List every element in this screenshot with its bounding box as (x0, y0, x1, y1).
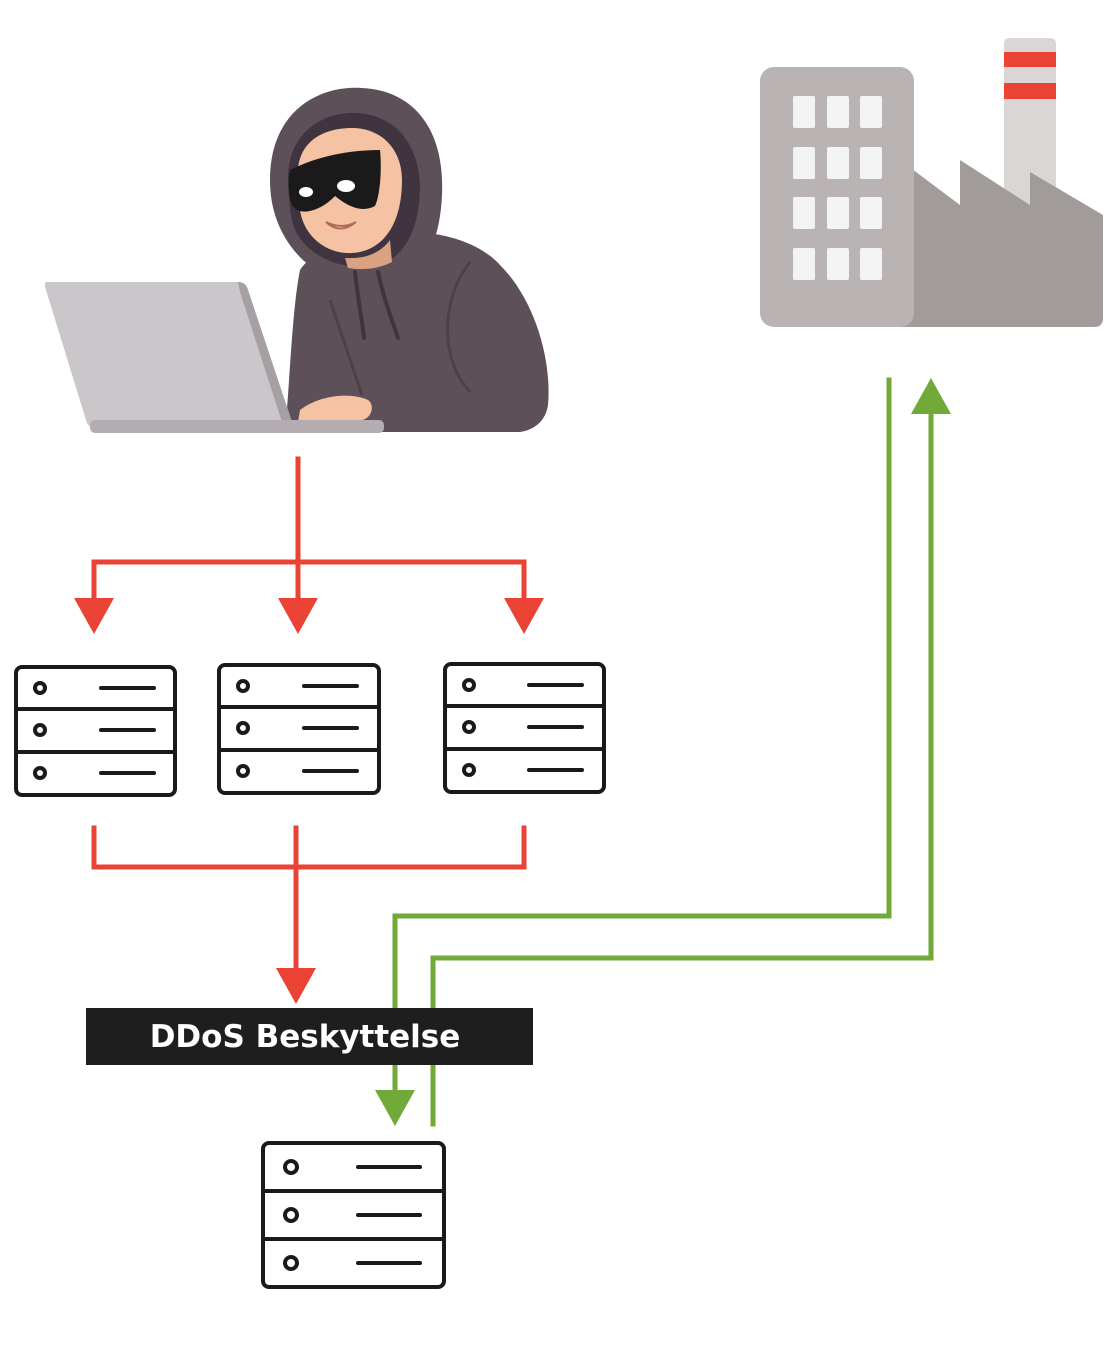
laptop-icon (45, 282, 384, 433)
attack-traffic-arrows (74, 456, 544, 1004)
server-icon (217, 663, 381, 795)
arrow-up-icon (911, 378, 951, 414)
server-icon (443, 662, 606, 794)
ddos-protection-label: DDoS Beskyttelse (150, 1019, 461, 1055)
arrow-down-icon (276, 968, 316, 1004)
hacker-icon (270, 87, 549, 432)
factory-icon (760, 38, 1103, 327)
ddos-protection-box: DDoS Beskyttelse (86, 1008, 533, 1065)
server-icon (261, 1141, 446, 1289)
arrow-down-icon (504, 598, 544, 634)
server-icon (14, 665, 177, 797)
arrow-down-icon (278, 598, 318, 634)
arrow-down-icon (375, 1090, 415, 1126)
arrow-down-icon (74, 598, 114, 634)
